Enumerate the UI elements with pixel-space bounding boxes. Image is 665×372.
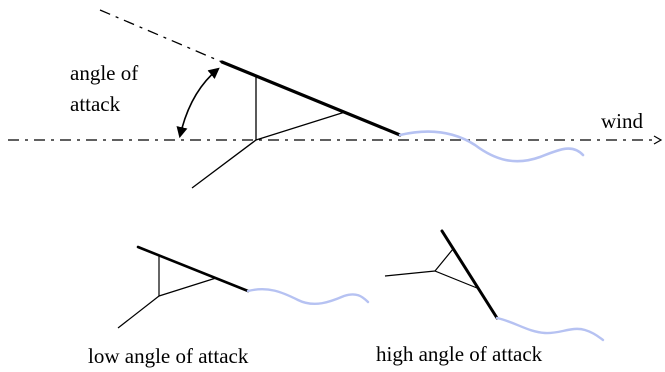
wind-arrowhead	[653, 135, 663, 145]
low-angle-kite-tail	[246, 287, 370, 306]
angle-of-attack-label-line1: angle of	[70, 61, 138, 85]
angle-of-attack-arc	[176, 67, 220, 139]
high-angle-kite-flying-line	[384, 270, 436, 277]
high-angle-label: high angle of attack	[376, 342, 543, 366]
wind-label: wind	[601, 109, 644, 133]
kite-plane-extension-line	[99, 9, 223, 63]
low-angle-kite-surface	[136, 245, 250, 293]
high-angle-example: high angle of attack	[376, 229, 605, 366]
low-angle-kite-flying-line	[117, 295, 160, 329]
kite-flying-line	[191, 139, 257, 189]
kite-surface	[220, 60, 402, 137]
low-angle-label: low angle of attack	[88, 344, 249, 368]
kite-tail	[398, 130, 585, 163]
angle-of-attack-label-line2: attack	[70, 92, 121, 116]
main-kite-diagram: angle of attack wind	[8, 9, 663, 189]
high-angle-kite-surface	[440, 229, 499, 320]
high-angle-kite-tail	[495, 316, 605, 342]
low-angle-example: low angle of attack	[88, 245, 370, 368]
